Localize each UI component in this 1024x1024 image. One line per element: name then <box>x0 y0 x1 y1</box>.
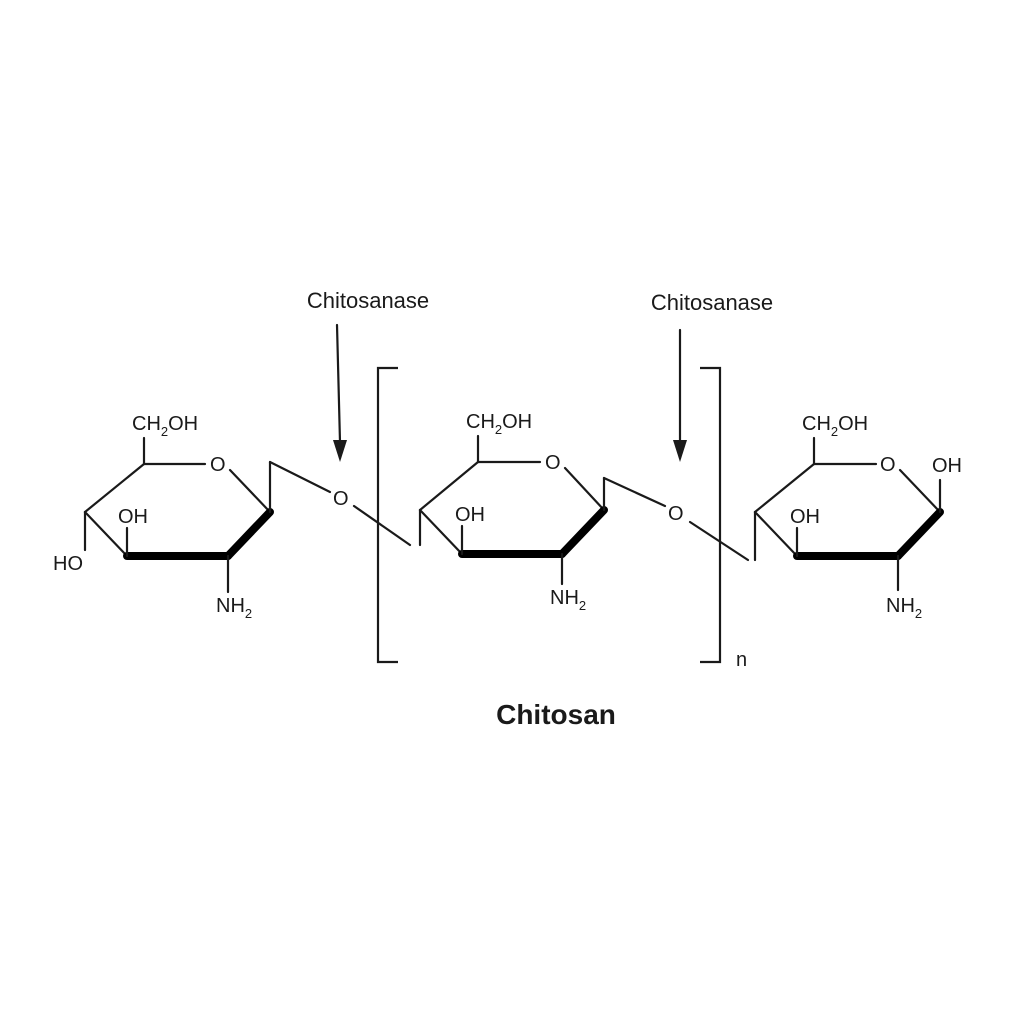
enzyme-label-right: Chitosanase <box>651 290 773 315</box>
ho-label: HO <box>53 553 83 575</box>
c4-c3-bond <box>418 508 464 556</box>
anomeric-oh-label: OH <box>932 455 962 477</box>
glycosidic-oxygen-2: O <box>668 503 684 525</box>
oh-label: OH <box>790 506 820 528</box>
nh2-label: NH2 <box>216 595 252 621</box>
glycosidic-bond-1b <box>352 504 412 547</box>
cleavage-arrow-left-shaft <box>335 323 342 444</box>
glucosamine-unit-2: CH2OH O OH NH2 <box>418 411 608 613</box>
c5-c4-bond <box>83 462 146 514</box>
c2-c1-bond <box>224 508 274 560</box>
ring-oxygen: O <box>545 452 561 474</box>
enzyme-label-left: Chitosanase <box>307 288 429 313</box>
oh-label: OH <box>118 506 148 528</box>
c4-c3-bond <box>753 510 799 558</box>
cleavage-arrow-right-head <box>673 440 687 462</box>
ch2oh-label: CH2OH <box>466 411 532 437</box>
glucosamine-unit-3: CH2OH O OH NH2 OH <box>753 413 962 621</box>
c5-c4-bond <box>753 462 816 514</box>
ring-oxygen: O <box>880 454 896 476</box>
c4-c3-bond <box>83 510 129 558</box>
glycosidic-bond-2a <box>602 476 667 508</box>
cleavage-arrow-left-head <box>333 440 347 462</box>
oh-label: OH <box>455 504 485 526</box>
glycosidic-bond-1a <box>268 460 332 494</box>
c2-c1-bond <box>894 508 944 560</box>
glycosidic-oxygen-1: O <box>333 488 349 510</box>
diagram-title: Chitosan <box>496 699 616 730</box>
o-c1-bond <box>228 468 272 514</box>
c2-c1-bond <box>558 506 608 558</box>
ring-oxygen: O <box>210 454 226 476</box>
c5-c4-bond <box>418 460 480 512</box>
glucosamine-unit-1: CH2OH O HO OH NH2 <box>53 413 274 621</box>
o-c1-bond <box>563 466 606 512</box>
glycosidic-bond-2b <box>688 520 750 562</box>
ch2oh-label: CH2OH <box>802 413 868 439</box>
ch2oh-label: CH2OH <box>132 413 198 439</box>
repeat-bracket-left <box>376 366 398 664</box>
nh2-label: NH2 <box>550 587 586 613</box>
repeat-subscript: n <box>736 649 747 671</box>
nh2-label: NH2 <box>886 595 922 621</box>
repeat-bracket-right <box>700 366 722 664</box>
o-c1-bond <box>898 468 942 514</box>
